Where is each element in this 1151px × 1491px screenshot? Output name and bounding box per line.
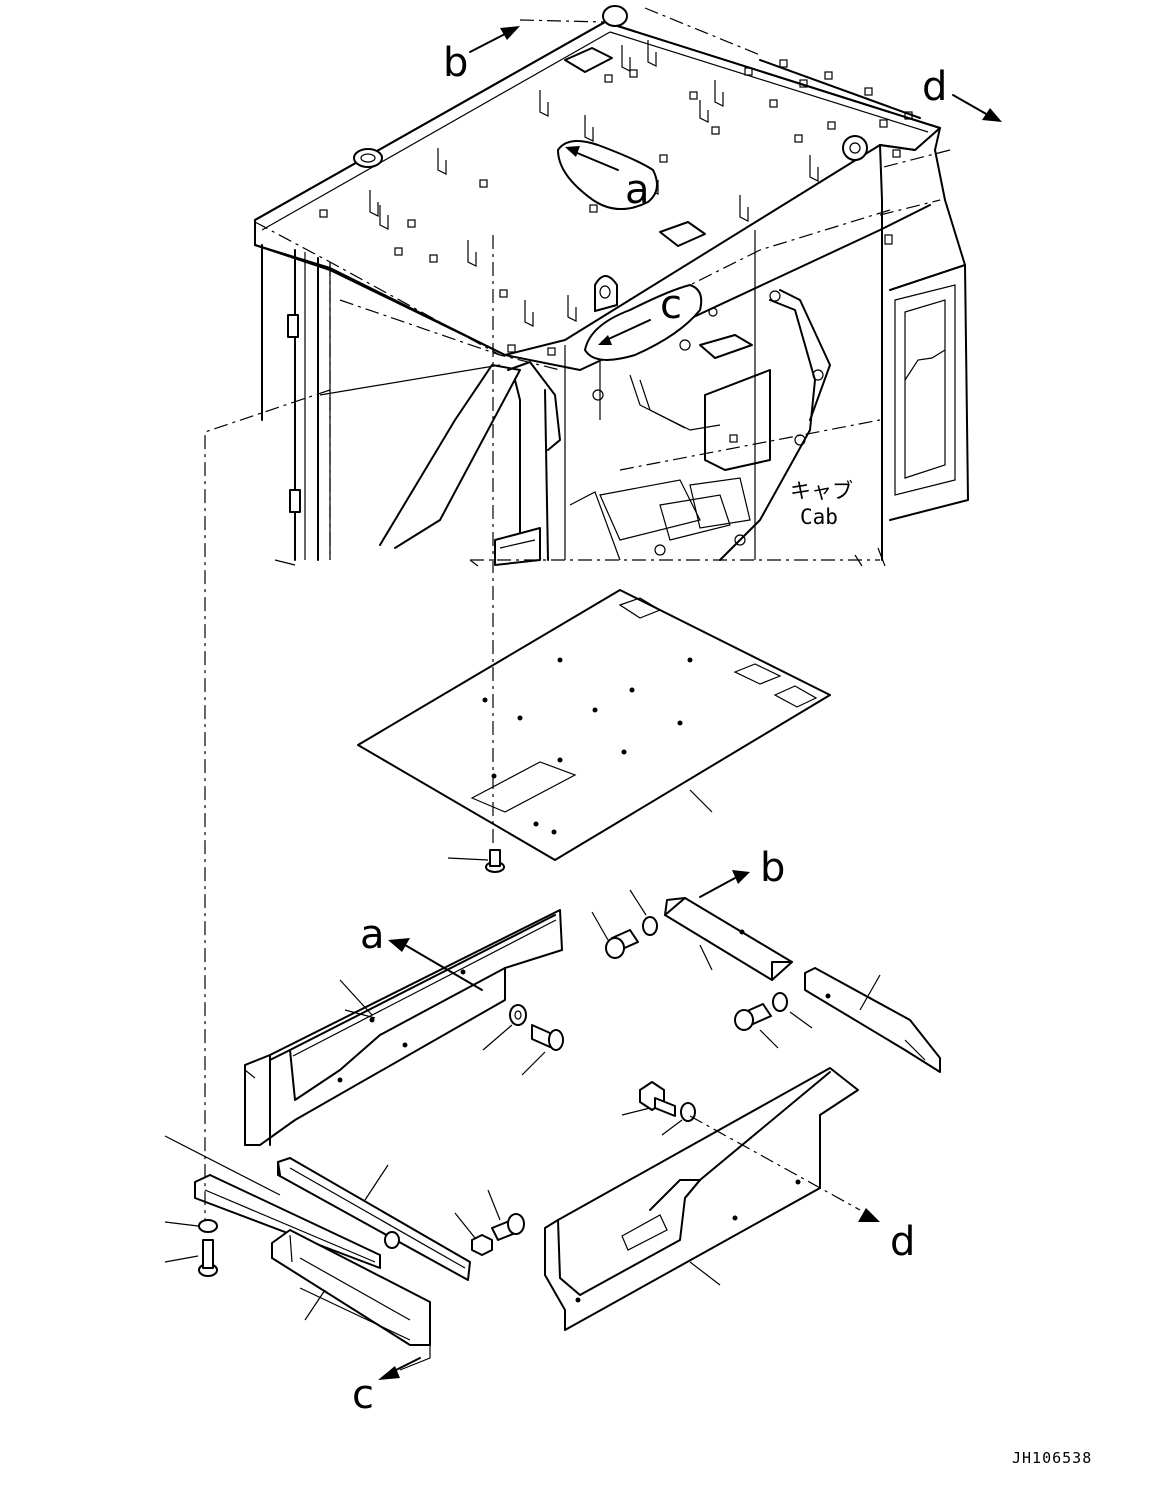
arrow-d xyxy=(689,1115,880,1222)
arrow-b-top xyxy=(469,26,520,53)
drawing-reference-number: JH106538 xyxy=(1012,1449,1092,1467)
cab-label-japanese: キャブ xyxy=(790,479,853,503)
washer-bolt-c xyxy=(164,1189,525,1277)
callout-label-a-cab: a xyxy=(625,167,650,213)
rail-bracket-a xyxy=(244,909,563,1146)
cab-label-english: Cab xyxy=(800,505,838,529)
washer-bolt-b xyxy=(591,889,658,959)
rail-bracket-c-upper xyxy=(277,1157,471,1281)
callout-label-b: b xyxy=(760,845,785,891)
arrow-a xyxy=(388,938,483,991)
callout-label-b-top: b xyxy=(443,40,468,86)
rail-bracket-c-left xyxy=(164,1135,381,1269)
washer-bolt-strip xyxy=(734,992,813,1049)
callout-label-c: c xyxy=(352,1372,374,1418)
washer-bolt-d xyxy=(621,1081,696,1136)
strip-bracket xyxy=(804,967,941,1073)
channel-bracket-b xyxy=(664,897,793,981)
callout-label-d-top: d xyxy=(922,64,947,110)
arrow-c xyxy=(378,1345,431,1380)
arrow-b xyxy=(699,870,750,898)
callout-bubble-c-on-cab xyxy=(584,284,703,361)
callout-label-a: a xyxy=(360,912,385,958)
rail-bracket-d xyxy=(544,1067,859,1331)
arrow-d-top xyxy=(952,94,1002,122)
floor-mat xyxy=(357,589,831,861)
callout-label-c-cab: c xyxy=(660,282,682,328)
callout-label-d: d xyxy=(890,1219,915,1265)
mat-screw xyxy=(447,849,505,873)
callout-bubble-a-on-cab xyxy=(557,140,658,210)
washer-bolt-a xyxy=(482,1004,564,1076)
cab-structure xyxy=(254,5,969,567)
